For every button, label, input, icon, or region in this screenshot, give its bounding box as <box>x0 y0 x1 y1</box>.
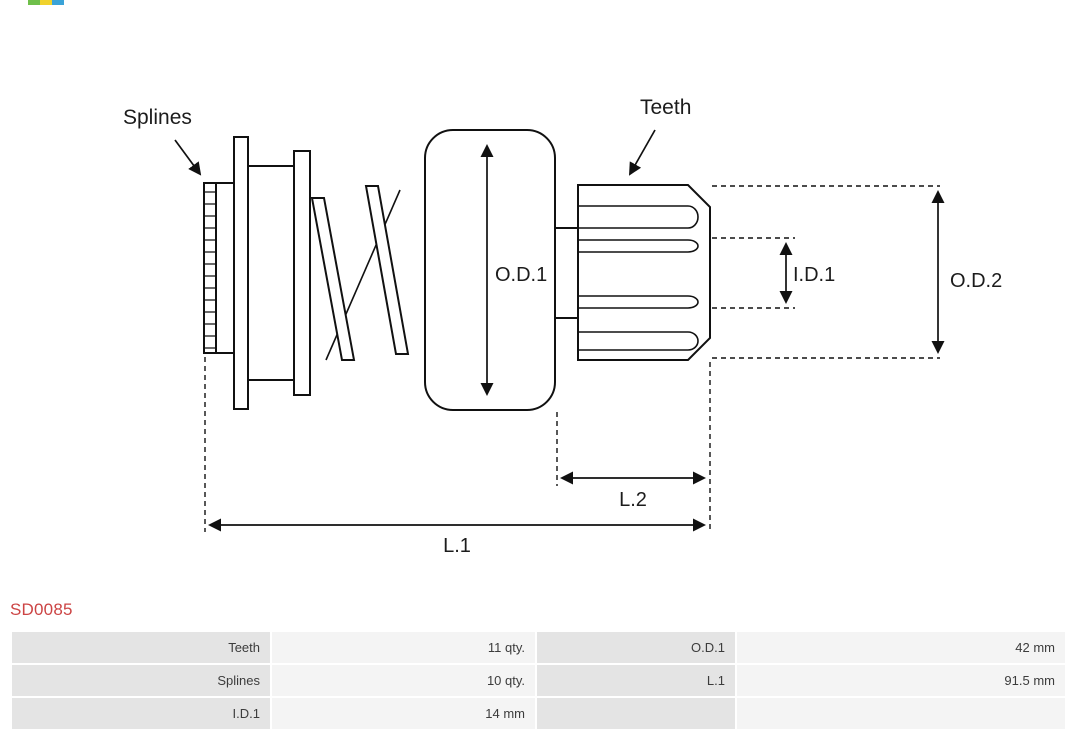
spec-label: O.D.1 <box>537 632 735 663</box>
l2-label: L.2 <box>619 489 647 511</box>
brand-logo-icon <box>28 0 64 5</box>
od2-label: O.D.2 <box>950 270 1002 292</box>
flange-discs <box>233 136 311 410</box>
id1-label: I.D.1 <box>793 264 835 286</box>
collar <box>554 227 579 319</box>
dimension-arrows <box>174 129 945 532</box>
logo-segment <box>52 0 64 5</box>
logo-segment <box>40 0 52 5</box>
splined-shaft <box>203 182 235 354</box>
gear-teeth-lines <box>578 205 699 351</box>
part-number: SD0085 <box>10 600 73 619</box>
spec-value: 91.5 mm <box>737 665 1065 696</box>
spec-value: 42 mm <box>737 632 1065 663</box>
spec-row: Splines 10 qty. L.1 91.5 mm <box>12 665 1065 696</box>
teeth-pointer <box>629 129 656 176</box>
spec-label: I.D.1 <box>12 698 270 729</box>
spec-row: I.D.1 14 mm <box>12 698 1065 729</box>
od1-label: O.D.1 <box>495 264 547 286</box>
spec-value: 11 qty. <box>272 632 535 663</box>
spec-table: Teeth 11 qty. O.D.1 42 mm Splines 10 qty… <box>10 630 1067 731</box>
spec-label: Teeth <box>12 632 270 663</box>
pinion-gear <box>577 184 711 361</box>
spec-label <box>537 698 735 729</box>
spec-value: 10 qty. <box>272 665 535 696</box>
teeth-label: Teeth <box>640 96 691 119</box>
drawing-labels: Splines Teeth O.D.1 I.D.1 O.D.2 L.2 L.1 <box>123 96 1002 557</box>
construction-lines <box>204 185 940 532</box>
spec-label: Splines <box>12 665 270 696</box>
spec-value <box>737 698 1065 729</box>
l1-label: L.1 <box>443 535 471 557</box>
spring <box>310 185 410 361</box>
logo-segment <box>28 0 40 5</box>
splines-label: Splines <box>123 106 192 129</box>
splines-pointer <box>174 139 202 176</box>
spec-label: L.1 <box>537 665 735 696</box>
starter-drive-diagram: Splines Teeth O.D.1 I.D.1 O.D.2 L.2 L.1 <box>123 96 1002 557</box>
spec-row: Teeth 11 qty. O.D.1 42 mm <box>12 632 1065 663</box>
technical-drawing: Splines Teeth O.D.1 I.D.1 O.D.2 L.2 L.1 <box>123 96 1002 557</box>
spec-value: 14 mm <box>272 698 535 729</box>
